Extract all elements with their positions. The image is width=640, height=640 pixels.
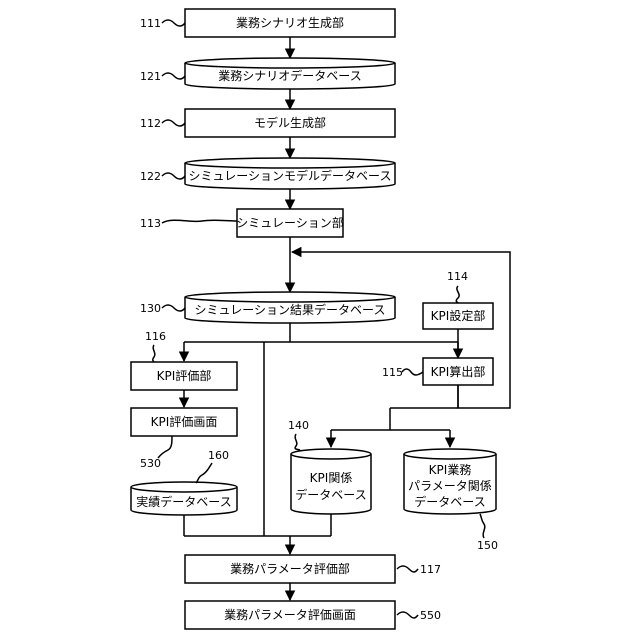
simulation-label: シミュレーション部 [236, 215, 344, 230]
simulation-result-database-label: シミュレーション結果データベース [195, 302, 386, 317]
ref-550: 550 [420, 609, 441, 622]
leader-116 [153, 345, 155, 362]
ref-130: 130 [140, 302, 161, 315]
scenario-database-label: 業務シナリオデータベース [218, 68, 361, 83]
leader-112 [162, 120, 185, 126]
kpi-relation-database-cylinder: KPI関係 データベース [291, 449, 371, 514]
scenario-generator-box: 業務シナリオ生成部 [185, 9, 395, 37]
kpi-calculation-label: KPI算出部 [431, 364, 486, 379]
ref-530: 530 [140, 457, 161, 470]
parameter-evaluation-screen-box: 業務パラメータ評価画面 [185, 601, 395, 629]
leader-113 [162, 220, 237, 223]
kpi-setting-label: KPI設定部 [431, 308, 486, 323]
scenario-generator-label: 業務シナリオ生成部 [236, 15, 344, 30]
ref-150: 150 [477, 539, 498, 552]
simulation-box: シミュレーション部 [236, 209, 344, 237]
kpi-evaluation-label: KPI評価部 [157, 368, 212, 383]
leader-130 [162, 305, 185, 311]
ref-121: 121 [140, 70, 161, 83]
kpi-evaluation-screen-box: KPI評価画面 [131, 408, 237, 436]
ref-117: 117 [420, 563, 441, 576]
kpi-parameter-database-label-line1: KPI業務 [429, 463, 472, 477]
kpi-calculation-box: KPI算出部 [423, 358, 493, 385]
parameter-evaluation-label: 業務パラメータ評価部 [230, 561, 350, 576]
actual-results-database-cylinder: 実績データベース [131, 482, 237, 515]
kpi-parameter-relation-database-cylinder: KPI業務 パラメータ関係 データベース [404, 449, 496, 514]
leader-140 [295, 434, 300, 450]
ref-116: 116 [145, 330, 166, 343]
leader-150 [480, 514, 485, 538]
parameter-evaluation-box: 業務パラメータ評価部 [185, 555, 395, 583]
model-generator-box: モデル生成部 [185, 109, 395, 137]
simulation-model-database-label: シミュレーションモデルデータベース [189, 168, 392, 183]
actual-results-database-label: 実績データベース [136, 494, 231, 509]
kpi-setting-box: KPI設定部 [423, 303, 493, 329]
ref-115: 115 [382, 366, 403, 379]
kpi-evaluation-box: KPI評価部 [131, 362, 237, 390]
simulation-result-database-cylinder: シミュレーション結果データベース [185, 292, 395, 323]
kpi-relation-database-label-line2: データベース [295, 487, 366, 502]
leader-550 [397, 612, 418, 618]
model-generator-label: モデル生成部 [254, 115, 326, 130]
ref-140: 140 [288, 419, 309, 432]
leader-114 [456, 286, 459, 303]
ref-111: 111 [140, 17, 161, 30]
ref-113: 113 [140, 217, 161, 230]
leader-115 [402, 369, 423, 375]
leader-122 [162, 173, 185, 179]
simulation-model-database-cylinder: シミュレーションモデルデータベース [185, 158, 395, 189]
ref-160: 160 [208, 449, 229, 462]
leader-530 [158, 436, 172, 458]
kpi-parameter-database-label-line3: データベース [414, 494, 485, 509]
leader-117 [397, 566, 418, 572]
leader-160 [196, 463, 212, 483]
ref-122: 122 [140, 170, 161, 183]
kpi-relation-database-label-line1: KPI関係 [310, 471, 353, 485]
leader-111 [162, 20, 185, 26]
leader-121 [162, 73, 185, 79]
scenario-database-cylinder: 業務シナリオデータベース [185, 58, 395, 89]
kpi-parameter-database-label-line2: パラメータ関係 [408, 479, 492, 493]
parameter-evaluation-screen-label: 業務パラメータ評価画面 [224, 607, 356, 622]
ref-114: 114 [447, 270, 468, 283]
ref-112: 112 [140, 117, 161, 130]
kpi-evaluation-screen-label: KPI評価画面 [151, 414, 218, 429]
